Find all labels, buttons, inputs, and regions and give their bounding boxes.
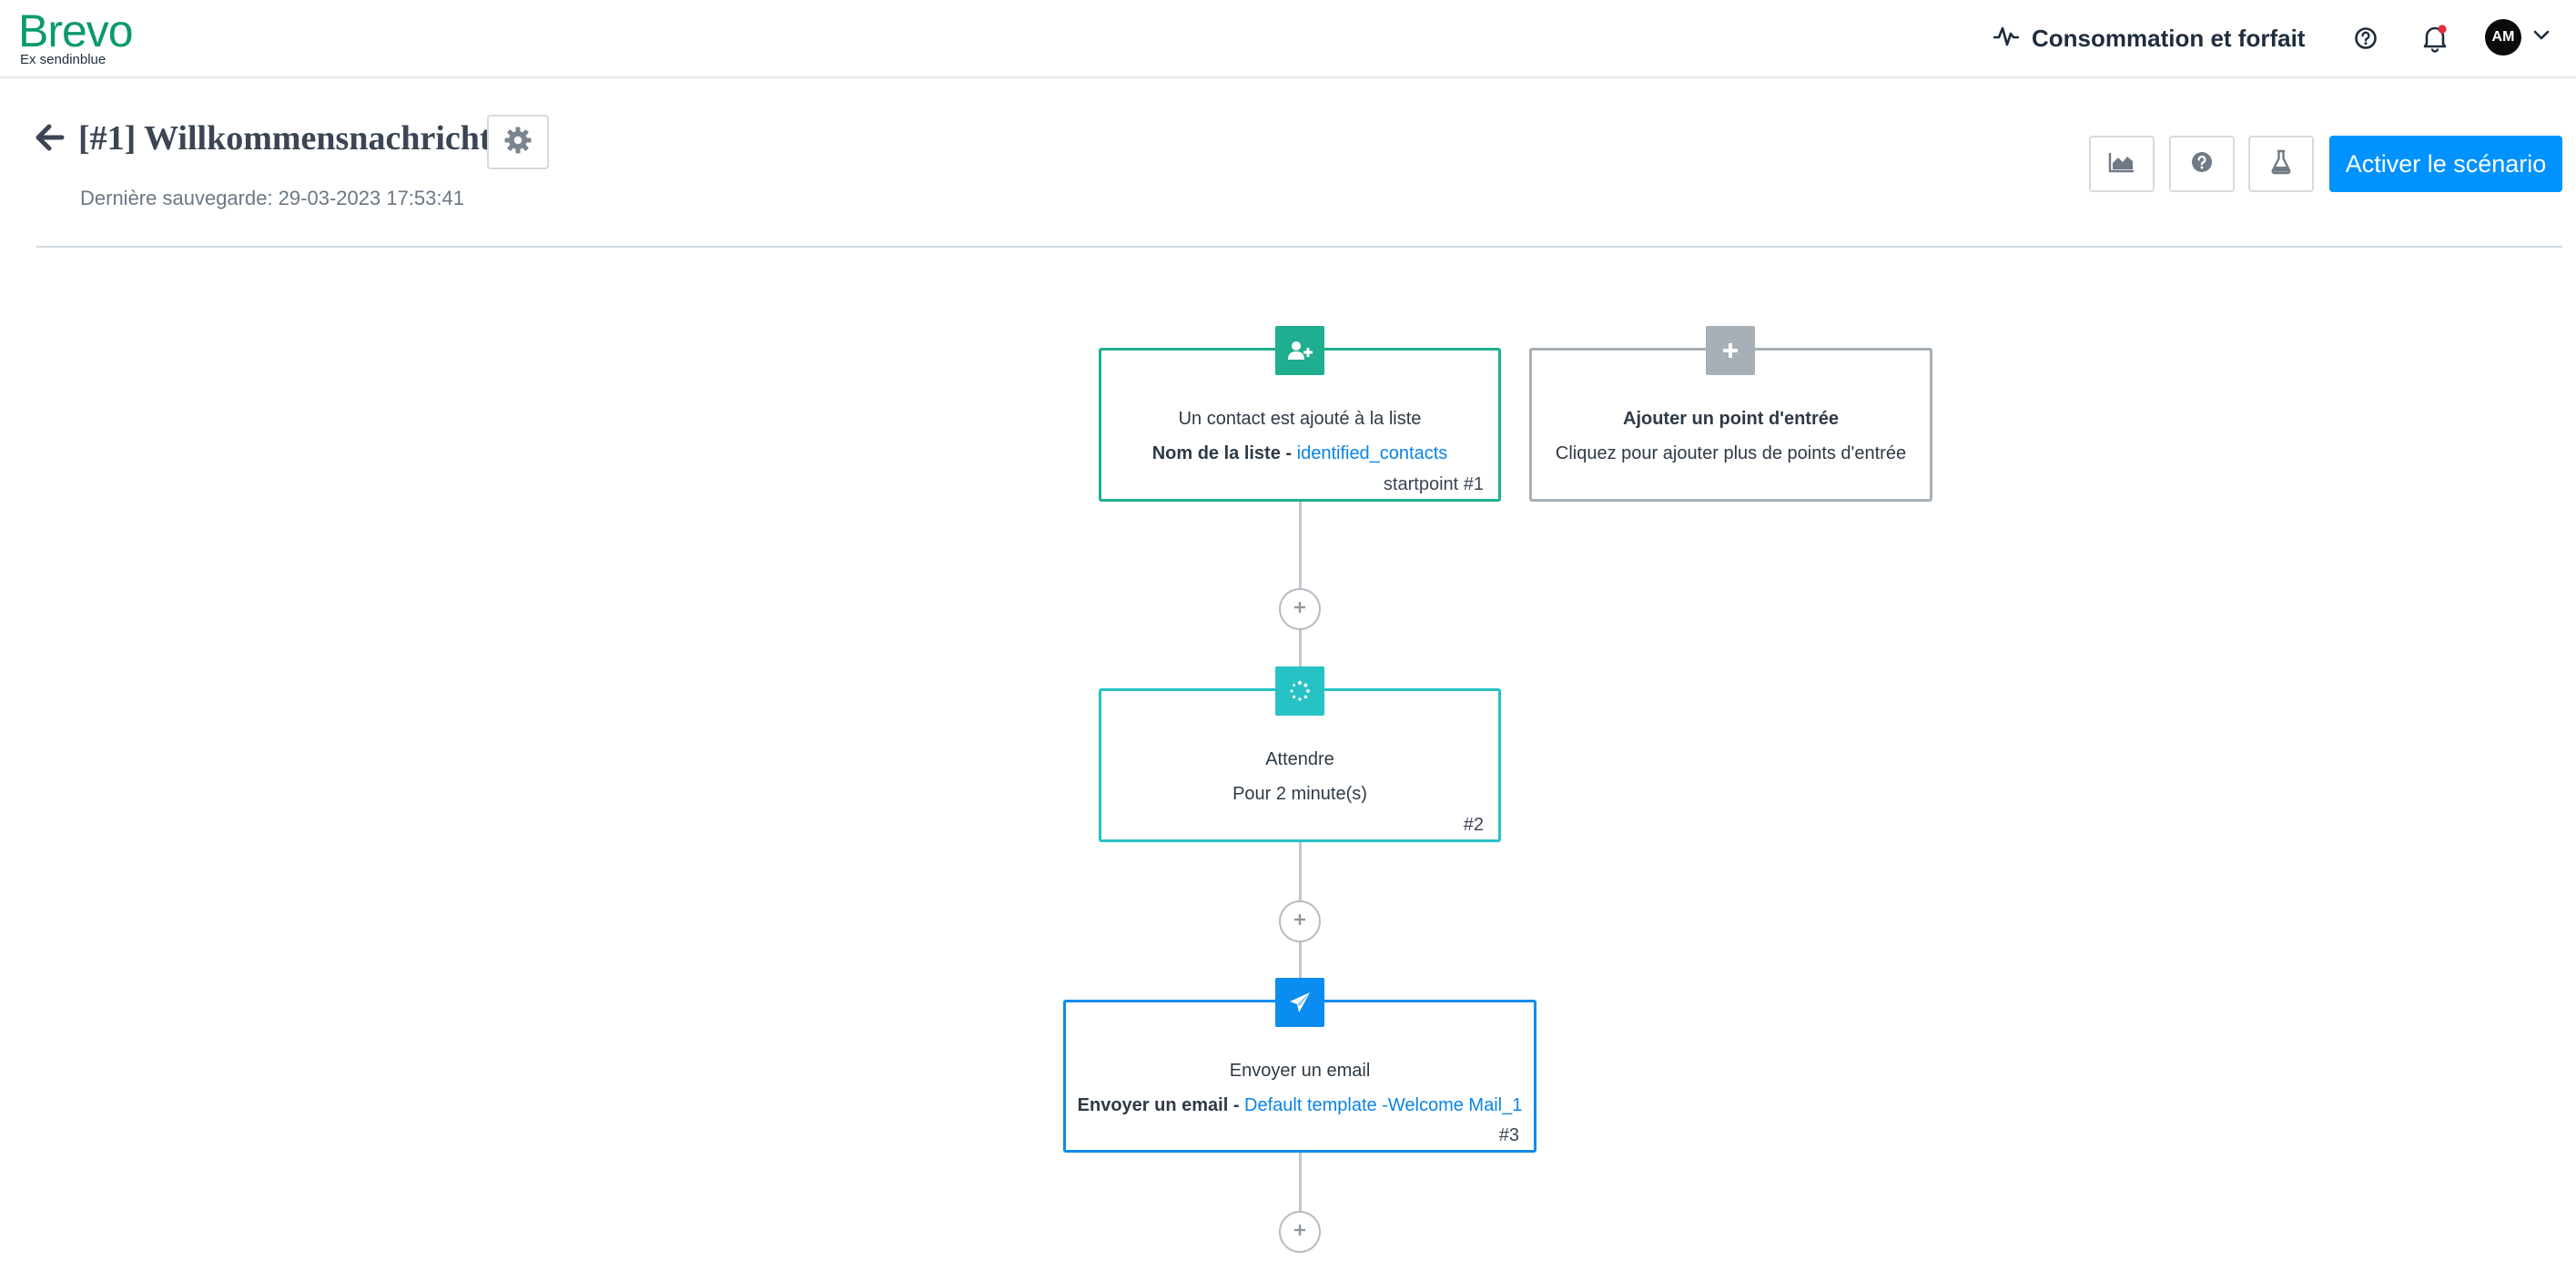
add-step-button[interactable] <box>1279 900 1321 942</box>
brand-logo[interactable]: Brevo Ex sendinblue <box>18 5 134 67</box>
add-step-button[interactable] <box>1279 588 1321 630</box>
spinner-icon <box>1275 666 1324 716</box>
add-step-button[interactable] <box>1279 1211 1321 1253</box>
connector-line <box>1299 942 1302 1001</box>
start-list-text: Nom de la liste - identified_contacts <box>1101 443 1498 464</box>
list-name-label: Nom de la liste - <box>1151 443 1297 463</box>
plus-icon <box>1293 912 1307 931</box>
account-menu[interactable]: AM <box>2485 19 2551 56</box>
gear-icon <box>503 126 532 159</box>
email-template-text: Envoyer un email - Default template -Wel… <box>1066 1095 1534 1116</box>
statistics-button[interactable] <box>2089 136 2155 192</box>
add-entry-subtitle: Cliquez pour ajouter plus de points d'en… <box>1555 443 1907 463</box>
consumption-plan-label: Consommation et forfait <box>2032 24 2306 52</box>
last-saved-text: Dernière sauvegarde: 29-03-2023 17:53:41 <box>80 187 464 209</box>
notification-bell-icon[interactable] <box>2419 22 2451 55</box>
wait-title: Attendre <box>1265 749 1334 769</box>
connector-line <box>1299 842 1302 900</box>
wait-step-ref: #2 <box>1463 815 1484 835</box>
top-bar: Brevo Ex sendinblue Consommation et forf… <box>0 0 2576 78</box>
email-step-title: Envoyer un email <box>1229 1061 1371 1081</box>
connector-line <box>1299 630 1302 690</box>
chevron-down-icon <box>2532 29 2551 46</box>
consumption-plan-link[interactable]: Consommation et forfait <box>1993 20 2305 56</box>
help-icon[interactable] <box>2349 22 2382 55</box>
start-point-ref: startpoint #1 <box>1383 474 1484 494</box>
plus-icon <box>1293 600 1307 619</box>
back-arrow-icon[interactable] <box>35 122 66 153</box>
email-template-label: Envoyer un email - <box>1077 1095 1245 1115</box>
activate-scenario-button[interactable]: Activer le scénario <box>2329 136 2562 192</box>
notification-dot <box>2438 25 2447 34</box>
header-divider <box>36 246 2562 248</box>
area-chart-icon <box>2108 151 2135 178</box>
email-step-ref: #3 <box>1498 1125 1519 1145</box>
page-title: [#1] Willkommensnachricht <box>78 119 492 158</box>
start-trigger-text: Un contact est ajouté à la liste <box>1178 409 1422 429</box>
test-scenario-button[interactable] <box>2248 136 2314 192</box>
logo-subtitle: Ex sendinblue <box>20 52 106 67</box>
user-plus-icon <box>1275 326 1324 375</box>
plus-icon <box>1293 1223 1307 1242</box>
logo-text: Brevo <box>18 5 134 56</box>
paper-plane-icon <box>1275 978 1324 1027</box>
wait-duration: Pour 2 minute(s) <box>1232 784 1367 804</box>
connector-line <box>1299 502 1302 588</box>
question-circle-icon <box>2191 151 2213 178</box>
scenario-settings-button[interactable] <box>487 115 549 169</box>
scenario-help-button[interactable] <box>2169 136 2235 192</box>
flask-icon <box>2270 149 2292 179</box>
activity-pulse-icon <box>1993 25 2020 52</box>
plus-icon <box>1706 326 1755 375</box>
avatar: AM <box>2485 19 2521 56</box>
connector-line <box>1299 1153 1302 1211</box>
add-entry-title: Ajouter un point d'entrée <box>1623 409 1839 429</box>
email-template-link[interactable]: Default template -Welcome Mail_1 <box>1244 1095 1523 1115</box>
list-name-link[interactable]: identified_contacts <box>1296 443 1448 463</box>
